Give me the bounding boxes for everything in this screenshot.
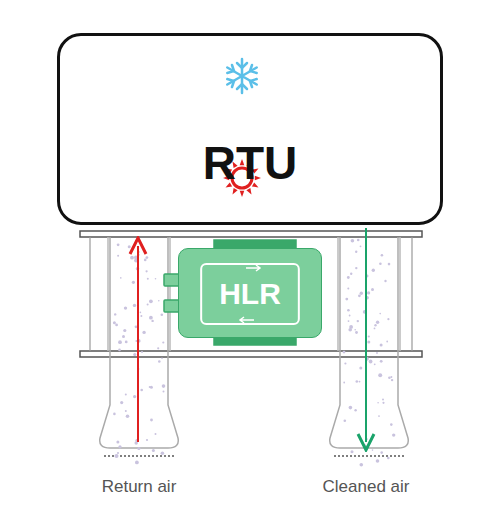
unit-label: HLR [219, 279, 281, 309]
rtu-unit: RTU [57, 33, 443, 225]
air-particles [113, 239, 396, 467]
airflow-label: Return air [102, 477, 177, 497]
air-ducts [100, 237, 409, 456]
snowflake-icon [227, 59, 256, 93]
support-frame [80, 231, 422, 357]
return-air-arrow [137, 246, 139, 442]
cleaned-air-arrow [365, 228, 367, 442]
unit-label: RTU [203, 140, 298, 186]
hlr-module: HLR [178, 248, 322, 338]
airflow-label: Cleaned air [323, 477, 410, 497]
